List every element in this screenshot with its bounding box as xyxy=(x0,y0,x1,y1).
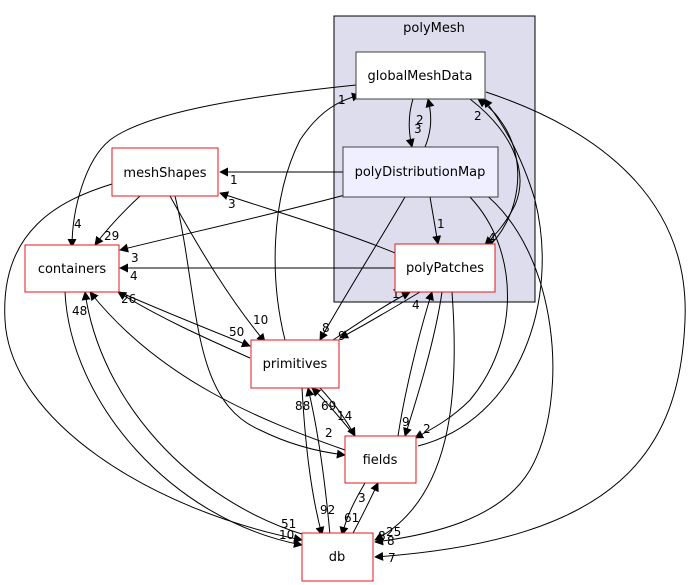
edge-label: 51 xyxy=(281,517,296,531)
edge-label: 1 xyxy=(392,287,400,301)
edge-polypatches-primitives xyxy=(339,291,421,339)
edge-label: 8 xyxy=(322,321,330,335)
node-label: primitives xyxy=(263,357,328,372)
edge-label: 88 xyxy=(295,399,310,413)
edge-label: 69 xyxy=(321,399,336,413)
edge-gmd-pdm xyxy=(405,98,415,148)
edge-label: 8 xyxy=(378,529,386,543)
edge-polypatches-fields xyxy=(403,291,443,437)
edge-label: 14 xyxy=(337,409,352,423)
edge-label: 2 xyxy=(423,422,431,436)
edge-label: 3 xyxy=(131,251,139,265)
edge-primitives-polypatches xyxy=(329,291,411,343)
edge-label: 2 xyxy=(325,426,333,440)
edge-label: 1 xyxy=(338,93,346,107)
edge-label: 2 xyxy=(474,109,482,123)
edge-label: 92 xyxy=(320,503,335,517)
node-db[interactable]: db xyxy=(301,532,374,582)
edge-containers-db xyxy=(64,291,303,548)
edge-label: 4 xyxy=(130,269,138,283)
edge-label: 48 xyxy=(72,304,87,318)
edge-fields-containers xyxy=(89,291,346,451)
edge-label: 3 xyxy=(358,491,366,505)
node-polydistributionmap[interactable]: polyDistributionMap xyxy=(342,146,499,198)
edge-pdm-gmd xyxy=(424,98,435,148)
edge-gmd-polypatches xyxy=(469,98,521,246)
node-label: polyPatches xyxy=(406,261,484,276)
edge-pdm-fields xyxy=(414,196,508,439)
node-label: polyDistributionMap xyxy=(355,165,486,180)
edge-pdm-polypatches xyxy=(429,196,442,245)
node-label: meshShapes xyxy=(123,166,206,181)
edge-meshshapes-db xyxy=(4,183,303,543)
node-primitives[interactable]: primitives xyxy=(250,339,340,389)
edge-labels: 4 2 3 4 1 3 1 8 1 2 3 4 9 1 4 9 2 29 10 … xyxy=(72,93,496,565)
edge-label: 9 xyxy=(402,415,410,429)
node-globalmeshdata[interactable]: globalMeshData xyxy=(355,51,486,100)
edge-primitives-containers xyxy=(117,291,251,359)
edges xyxy=(4,84,686,561)
edge-label: 50 xyxy=(229,325,244,339)
edge-gmd-containers xyxy=(67,84,357,248)
edge-db-fields xyxy=(351,482,379,536)
edge-db-primitives xyxy=(305,387,331,536)
edge-meshshapes-primitives xyxy=(169,195,266,343)
edge-label: 25 xyxy=(386,525,401,539)
edge-fields-gmd xyxy=(417,98,543,447)
edge-primitives-fields xyxy=(319,387,356,437)
node-meshshapes[interactable]: meshShapes xyxy=(111,147,219,197)
edge-meshshapes-fields xyxy=(174,195,346,459)
node-containers[interactable]: containers xyxy=(24,244,120,293)
edge-label: 9 xyxy=(338,329,346,343)
edge-label: 3 xyxy=(414,122,422,136)
node-fields[interactable]: fields xyxy=(344,435,417,484)
edge-fields-polypatches xyxy=(397,291,434,437)
edge-label: 10 xyxy=(253,313,268,327)
node-polypatches[interactable]: polyPatches xyxy=(394,243,496,293)
node-label: db xyxy=(329,550,346,565)
edge-label: 2 xyxy=(416,113,424,127)
edge-label: 1 xyxy=(437,217,445,231)
edge-pdm-db xyxy=(374,189,554,546)
edge-pdm-containers xyxy=(119,194,346,253)
edge-label: 4 xyxy=(412,298,420,312)
node-label: containers xyxy=(38,262,107,277)
edge-meshshapes-containers xyxy=(94,195,141,246)
edge-label: 61 xyxy=(344,511,359,525)
edge-polypatches-meshshapes xyxy=(219,191,401,256)
edge-label: 10 xyxy=(279,528,294,542)
edge-primitives-db xyxy=(301,387,325,536)
edge-label: 7 xyxy=(388,551,396,565)
edge-db-containers xyxy=(81,291,306,536)
edge-fields-db xyxy=(339,482,366,536)
edge-label: 3 xyxy=(228,197,236,211)
edge-gmd-db xyxy=(374,91,686,561)
edge-primitives-gmd xyxy=(274,92,361,341)
node-label: fields xyxy=(363,453,398,468)
node-label: globalMeshData xyxy=(368,69,473,84)
edge-containers-primitives xyxy=(114,289,251,348)
cluster-label: polyMesh xyxy=(403,21,465,36)
edge-label: 29 xyxy=(104,229,119,243)
edge-label: 26 xyxy=(121,292,136,306)
edge-label: 8 xyxy=(387,534,395,548)
edge-polypatches-db xyxy=(374,291,455,541)
edge-label: 4 xyxy=(74,217,82,231)
edge-label: 4 xyxy=(488,231,496,245)
edge-label: 1 xyxy=(230,173,238,187)
